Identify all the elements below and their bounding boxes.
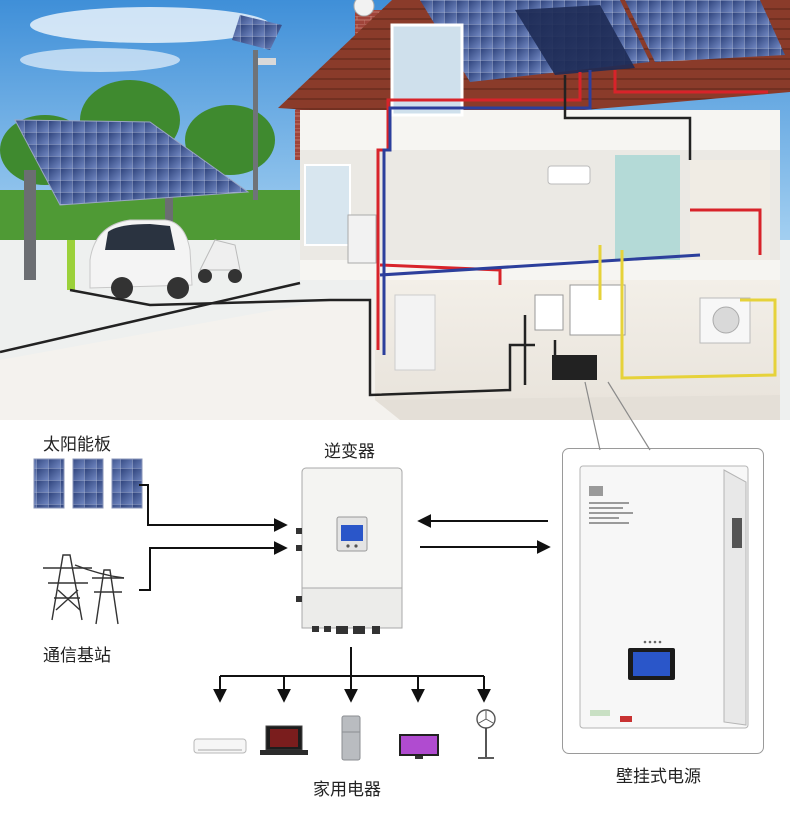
wall-battery-label: 壁挂式电源 (616, 767, 701, 787)
cold-water-pipes (379, 70, 701, 355)
appliance-laptop (260, 725, 308, 755)
house (278, 0, 790, 420)
wall-battery-unit (579, 465, 749, 729)
appliance-air-conditioner (193, 738, 247, 754)
ground-solar-array (14, 119, 250, 280)
inverter-unit (296, 467, 403, 634)
scooter (198, 239, 242, 283)
appliance-refrigerator (341, 715, 361, 761)
signal-lines (598, 245, 777, 380)
hot-water-pipes (376, 70, 768, 350)
base-station-label: 通信基站 (43, 646, 111, 666)
solar-panel-label: 太阳能板 (43, 435, 111, 455)
inverter-label: 逆变器 (324, 442, 375, 462)
electric-car (67, 219, 193, 299)
solar-panel-icon (33, 458, 143, 509)
callout-leader (584, 381, 651, 451)
input-arrows (139, 484, 551, 591)
appliance-fan (476, 709, 496, 759)
solar-street-light (232, 15, 282, 200)
house-scene (0, 0, 790, 420)
power-lines-scene (0, 75, 692, 397)
output-arrows (213, 647, 491, 703)
transmission-tower-icon (43, 554, 125, 625)
appliance-television (399, 734, 439, 759)
appliances-label: 家用电器 (313, 780, 381, 800)
